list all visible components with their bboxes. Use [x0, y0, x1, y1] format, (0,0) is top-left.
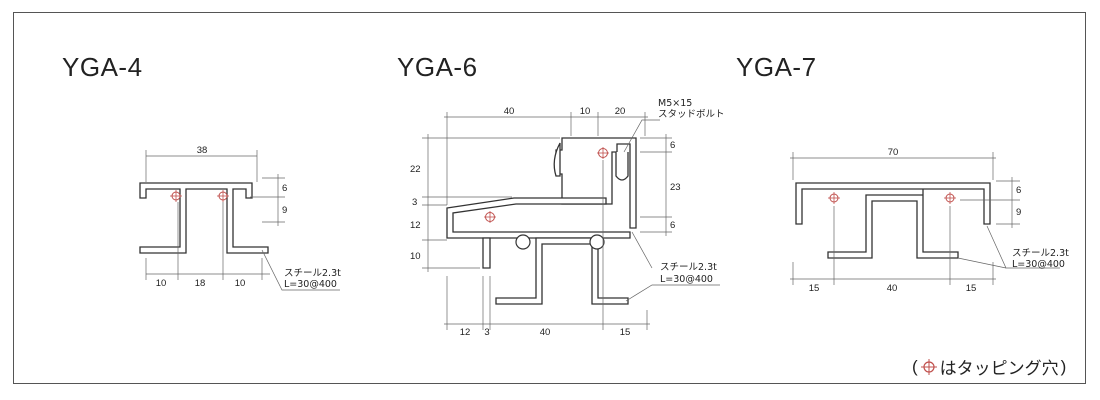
dim-top-3: 20 [615, 106, 626, 117]
dim-height-top: 6 [1016, 185, 1021, 196]
yga-7-profile [795, 182, 991, 259]
dim-height-top: 6 [282, 183, 287, 194]
dim-height-bottom: 9 [282, 205, 287, 216]
legend: ( はタッピング穴 ) [912, 354, 1066, 379]
yga-4-profile [139, 182, 269, 254]
dim-bottom-3: 40 [540, 327, 551, 338]
bolt-type: スタッドボルト [658, 109, 725, 120]
yga-6-drawing: 40 10 20 M5×15 スタッドボルト 6 23 6 22 3 12 10… [410, 98, 725, 338]
material-note: スチール2.3t [284, 268, 341, 279]
dim-bottom-center: 40 [887, 283, 898, 294]
legend-text: はタッピング穴 [939, 359, 1059, 378]
length-note: L=30@400 [284, 279, 337, 290]
stud-bolt-icon [615, 152, 629, 181]
dim-left-2: 3 [412, 197, 417, 208]
tapping-hole-icon [920, 358, 937, 375]
round-bar-icon [515, 234, 531, 250]
dim-right-2: 23 [670, 182, 681, 193]
dim-width: 38 [197, 145, 208, 156]
dim-bottom-left: 15 [809, 283, 820, 294]
title-yga-4: YGA-4 [62, 52, 143, 82]
dim-height-bottom: 9 [1016, 207, 1021, 218]
yga-4-drawing: 38 6 9 10 18 10 スチール2.3t L=30@400 [139, 145, 341, 291]
round-bar-icon [589, 234, 605, 250]
title-yga-6: YGA-6 [397, 52, 478, 82]
material-note: スチール2.3t [1012, 248, 1069, 259]
length-note: L=30@400 [1012, 259, 1065, 270]
dim-bottom-left: 10 [156, 278, 167, 289]
bolt-size: M5×15 [658, 98, 692, 109]
material-note: スチール2.3t [660, 262, 717, 273]
dim-left-3: 12 [410, 220, 421, 231]
legend-open-paren: ( [912, 356, 918, 376]
dim-bottom-right: 15 [966, 283, 977, 294]
dim-bottom-1: 12 [460, 327, 471, 338]
dim-top-1: 40 [504, 106, 515, 117]
dim-bottom-4: 15 [620, 327, 631, 338]
dim-right-1: 6 [670, 140, 675, 151]
yga-7-drawing: 70 6 9 15 40 15 スチール2.3t L=30@400 [790, 147, 1069, 294]
yga-6-lower-channel [482, 237, 629, 305]
dim-bottom-right: 10 [235, 278, 246, 289]
length-note: L=30@400 [660, 274, 713, 285]
legend-close-paren: ) [1060, 356, 1067, 376]
dim-right-3: 6 [670, 220, 675, 231]
dim-bottom-center: 18 [195, 278, 206, 289]
dim-bottom-2: 3 [484, 327, 489, 338]
yga-6-lip [553, 142, 561, 177]
title-yga-7: YGA-7 [736, 52, 817, 82]
dim-width: 70 [888, 147, 899, 158]
yga-6-diagonal-plate [446, 197, 631, 239]
dim-left-4: 10 [410, 251, 421, 262]
drawing-frame [13, 12, 1086, 384]
dim-top-2: 10 [580, 106, 591, 117]
dim-left-1: 22 [410, 164, 421, 175]
